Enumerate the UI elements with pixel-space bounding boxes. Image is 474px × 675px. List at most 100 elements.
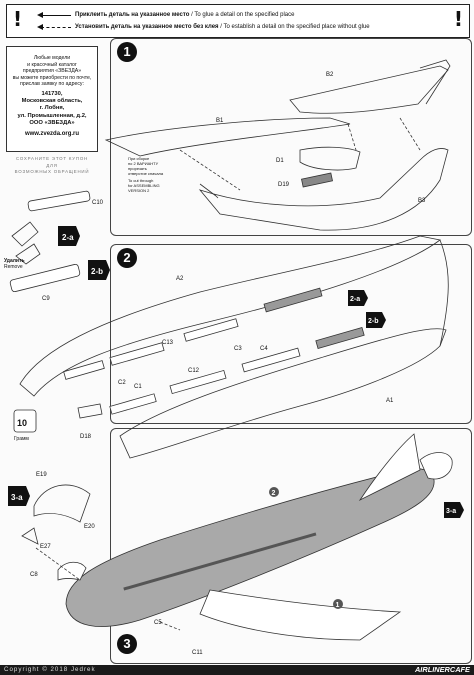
- legend-glue: Приклеить деталь на указанное место / To…: [75, 12, 294, 18]
- coupon-line-2: ДЛЯ: [46, 162, 58, 168]
- label-e20: E20: [84, 524, 95, 530]
- part-d19: [301, 172, 333, 188]
- label-a2: A2: [176, 276, 184, 282]
- label-c10: C10: [92, 200, 104, 206]
- step-3-badge: 3: [117, 634, 137, 654]
- glue-arrowhead-icon: [37, 12, 43, 18]
- address-block: 141730, Московская область, г. Лобня, ул…: [7, 91, 97, 128]
- substep-3a-label: 3-a: [11, 493, 23, 502]
- brand-logo: AIRLINERCAFE: [414, 665, 470, 674]
- substep-badges: 2-a 2-b 3-a 2-a 2-b 3-a: [8, 226, 464, 518]
- window-strip-c3: [183, 318, 239, 342]
- substep-3a-badge: [8, 486, 30, 506]
- assembled-fuselage: [65, 468, 435, 627]
- cut-note: При сборке по 2 ВАРИАНТУ прорезать отвер…: [128, 156, 164, 193]
- part-e19-e20: [33, 484, 91, 523]
- address-line-5: ООО «ЗВЕЗДА»: [29, 120, 75, 127]
- part-1-circle: [333, 599, 343, 609]
- warning-icon-left: !: [13, 7, 23, 31]
- hand-icon-2b: [15, 243, 41, 265]
- part-2-label: 2: [272, 490, 276, 497]
- fuselage-half-a1: [119, 328, 447, 459]
- label-d18: D18: [80, 434, 92, 440]
- legend-noglue: Установить деталь на указанное место без…: [75, 24, 370, 30]
- part-e27: [21, 527, 39, 545]
- label-c4: C4: [260, 346, 268, 352]
- wing-part-1: [199, 589, 402, 641]
- glue-arrow-icon: [41, 15, 71, 16]
- engine-part: [419, 452, 453, 480]
- window-strip-c4: [241, 347, 301, 373]
- part-c9: [9, 263, 81, 293]
- address-line-1: 141730,: [41, 90, 63, 97]
- label-e27: E27: [40, 544, 51, 550]
- label-e19: E19: [36, 472, 47, 478]
- legend-glue-ru: Приклеить деталь на указанное место: [75, 12, 190, 18]
- window-strip-c12: [169, 369, 227, 395]
- substep-2a-badge-right: [348, 290, 368, 306]
- coupon-line-3: ВОЗМОЖНЫХ ОБРАЩЕНИЙ: [14, 169, 90, 174]
- cut-note-5: To cut through: [128, 178, 153, 183]
- cut-note-7: VERSION 2: [128, 188, 150, 193]
- label-c8: C8: [30, 572, 38, 578]
- substep-2b-badge-right: [366, 312, 386, 328]
- weight-icon: [13, 409, 37, 433]
- label-b1: B1: [216, 118, 224, 124]
- window-strip-grey-1: [263, 287, 323, 313]
- label-c11: C11: [192, 650, 203, 656]
- part-2-circle: [269, 487, 279, 497]
- canopy-c8: [57, 561, 87, 581]
- warning-icon-right: !: [453, 7, 463, 31]
- window-row-step3: [123, 532, 317, 591]
- address-line-4: ул. Промышленная, д.2,: [17, 112, 87, 119]
- part-d18: [77, 403, 103, 419]
- remove-label-en: Remove: [4, 264, 23, 270]
- info-line-2: и красочный каталог: [27, 61, 77, 68]
- legend-box: ! ! Приклеить деталь на указанное место …: [6, 4, 470, 38]
- label-c3: C3: [234, 346, 242, 352]
- substep-2b-label-right: 2-b: [368, 318, 379, 325]
- legend-noglue-ru: Установить деталь на указанное место без…: [75, 24, 219, 30]
- label-c9: C9: [42, 296, 50, 302]
- substep-3a-badge-right: [444, 502, 464, 518]
- wing-part-b2: [289, 65, 449, 114]
- label-d19: D19: [278, 182, 290, 188]
- part-c10: [27, 190, 91, 212]
- wing-tip: [419, 59, 451, 105]
- substep-3a-label-right: 3-a: [446, 508, 456, 515]
- label-b2: B2: [326, 72, 334, 78]
- legend-noglue-en: / To establish a detail on the specified…: [220, 24, 370, 30]
- part-1-label: 1: [336, 602, 340, 609]
- noglue-arrowhead-icon: [37, 24, 43, 30]
- label-d1: D1: [276, 158, 284, 164]
- step-1-frame: [110, 38, 472, 236]
- address-line-2: Московская область,: [21, 97, 83, 104]
- copyright-text: Copyright © 2018 Jedrek: [4, 666, 96, 673]
- hand-icon-2a: [11, 221, 39, 247]
- window-strip-c1: [109, 393, 157, 415]
- cut-note-4: отверстие сначала: [128, 171, 164, 176]
- info-line-4: вы можете приобрести по почте,: [12, 74, 92, 81]
- label-b3: B3: [418, 198, 426, 204]
- coupon-note: СОХРАНИТЕ ЭТОТ КУПОН ДЛЯ ВОЗМОЖНЫХ ОБРАЩ…: [8, 156, 96, 176]
- cut-note-3: прорезать: [128, 166, 147, 171]
- vertical-tail: [358, 433, 421, 502]
- cut-note-2: по 2 ВАРИАНТУ: [128, 161, 159, 166]
- substep-2b-badge: [88, 260, 110, 280]
- substep-2a-label: 2-a: [62, 233, 74, 242]
- label-weight: 10: [17, 418, 27, 428]
- footer-bar: Copyright © 2018 Jedrek AIRLINERCAFE: [0, 665, 474, 675]
- step-2-frame: [110, 244, 472, 424]
- zvezda-info-box: Любые модели и красочный каталог предпри…: [6, 46, 98, 152]
- label-c2: C2: [118, 380, 126, 386]
- legend-glue-en: / To glue a detail on the specified plac…: [191, 12, 295, 18]
- substep-2a-label-right: 2-a: [350, 296, 360, 303]
- circled-part-numbers: 2 1: [269, 487, 343, 609]
- label-weight-unit: Грамм: [14, 436, 29, 442]
- cut-note-1: При сборке: [128, 156, 150, 161]
- step-1-badge: 1: [117, 42, 137, 62]
- center-box-part-d1: [299, 146, 361, 171]
- info-line-3: предприятия «ЗВЕЗДА»: [22, 68, 82, 74]
- info-line-5: прислав заявку по адресу:: [20, 81, 84, 87]
